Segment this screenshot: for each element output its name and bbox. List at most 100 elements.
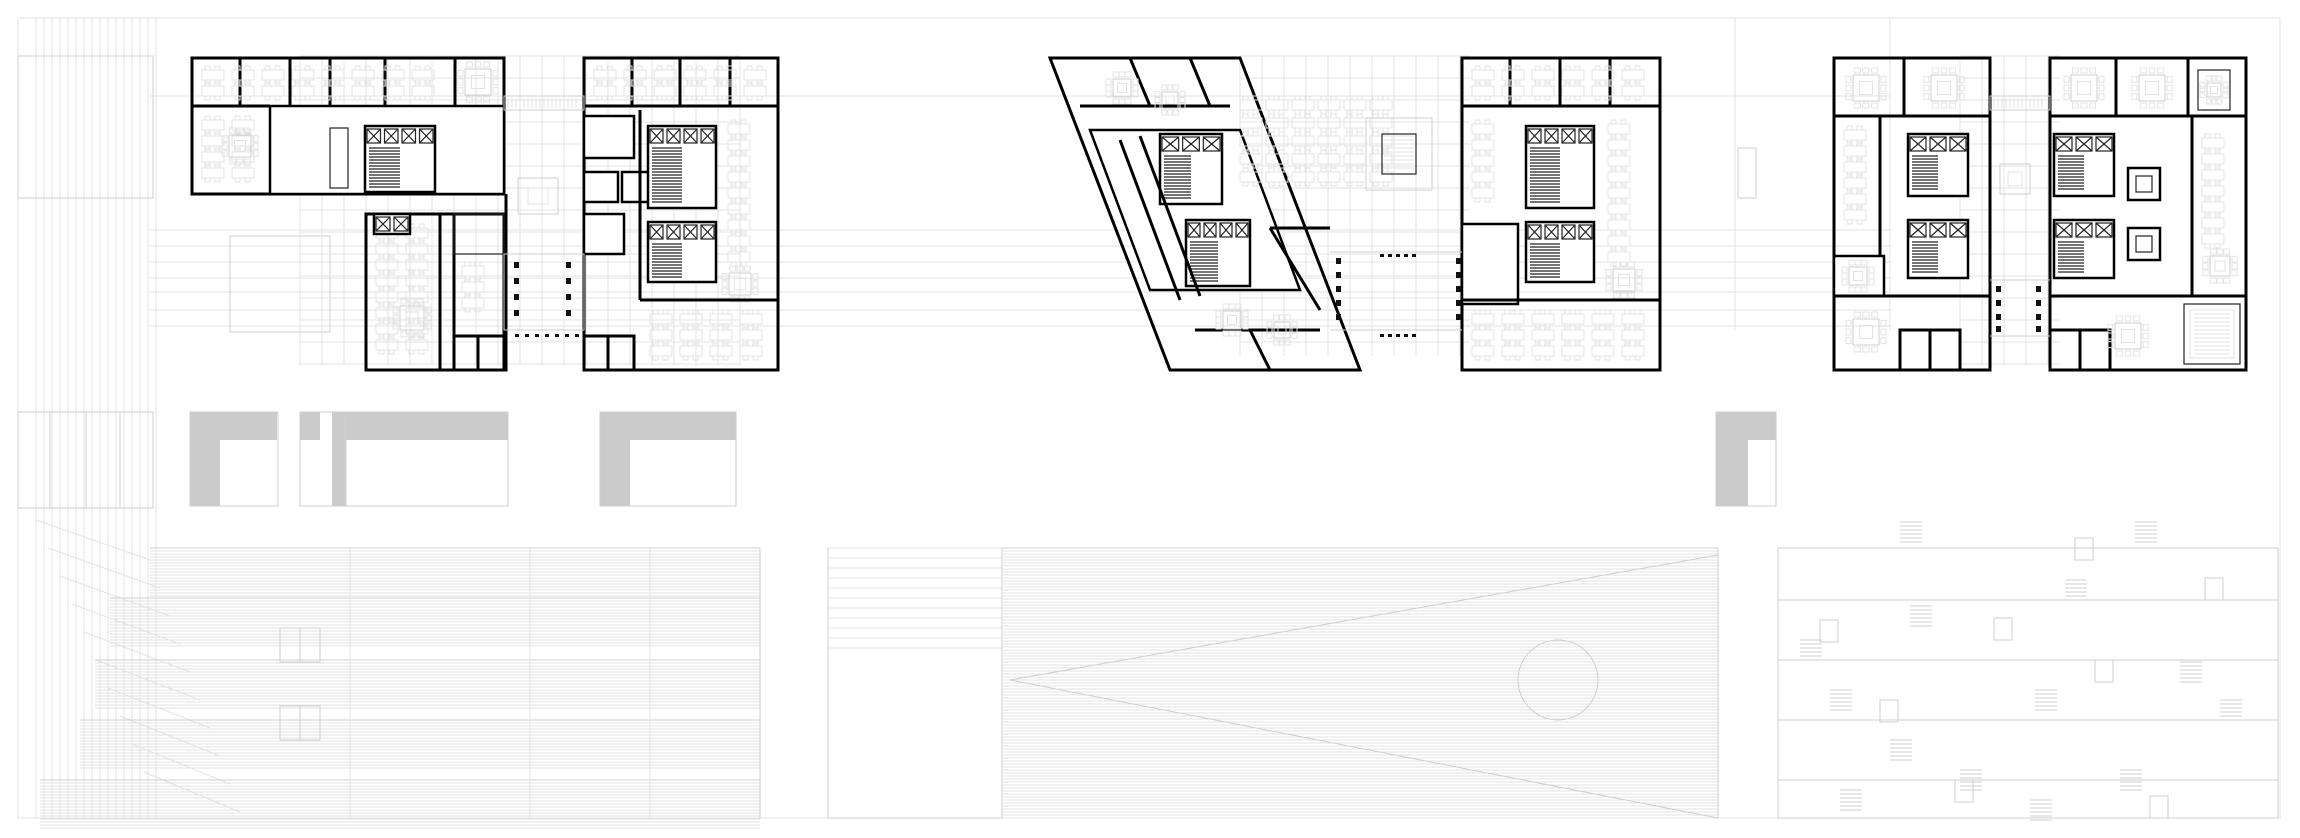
plan-middle-shape: [1382, 167, 1389, 173]
plan-middle-shape: [1474, 135, 1481, 141]
plan-middle-shape: [1320, 109, 1327, 115]
plan-left-shape: [244, 65, 251, 71]
plan-left-shape: [700, 128, 715, 144]
plan-right-shape: [2209, 248, 2217, 255]
plan-middle-shape: [1336, 258, 1341, 264]
plan-left-shape: [408, 271, 415, 277]
plan-middle-shape: [1474, 341, 1481, 347]
plan-right-shape: [2222, 86, 2229, 94]
plan-left-shape: [582, 334, 610, 372]
plan-middle-shape: [1456, 258, 1461, 264]
plan-left-shape: [204, 163, 211, 169]
plan-left-shape: [453, 213, 505, 255]
plan-middle-shape: [1291, 117, 1315, 129]
plan-middle-shape: [1294, 181, 1301, 187]
plan-middle-shape: [1381, 133, 1417, 175]
plan-middle-shape: [1291, 321, 1298, 329]
plan-middle-shape: [1320, 167, 1327, 173]
plan-middle-shape: [1291, 135, 1315, 147]
plan-left-shape: [375, 259, 399, 271]
plan-left-shape: [722, 309, 729, 315]
plan-middle-shape: [1544, 224, 1559, 240]
plan-middle-shape: [1317, 99, 1341, 111]
plan-middle-shape: [1474, 167, 1481, 173]
plan-left-shape: [686, 65, 693, 71]
plan-middle-shape: [1624, 325, 1631, 331]
plan-left-shape: [388, 303, 395, 309]
plan-right-shape: [1860, 259, 1868, 266]
plan-right-shape: [1958, 84, 1965, 92]
plan-left-shape: [596, 81, 603, 87]
plan-middle-shape: [1202, 136, 1221, 152]
plan-middle-shape: [1456, 286, 1461, 292]
plan-left-shape: [214, 115, 221, 121]
plan-left-shape: [746, 65, 753, 71]
plan-left-shape: [464, 277, 471, 283]
plan-middle-shape: [1266, 326, 1273, 334]
plan-middle-shape: [1388, 254, 1392, 257]
plan-left-shape: [418, 349, 425, 355]
plan-middle-shape: [1161, 109, 1169, 116]
plan-right-shape: [2189, 309, 2235, 359]
plan-left-shape: [636, 95, 643, 101]
plan-middle-shape: [1621, 329, 1645, 341]
plan-left-shape: [405, 311, 419, 325]
plan-right-shape: [2201, 153, 2225, 165]
plan-middle-shape: [1380, 334, 1384, 337]
plan-middle-shape: [1607, 155, 1631, 167]
plan-right-shape: [2063, 75, 2070, 83]
plan-middle-shape: [1252, 167, 1259, 173]
plan-right-shape: [2115, 315, 2123, 322]
plan-right-shape: [2055, 136, 2073, 152]
plan-left-shape: [366, 128, 381, 144]
plan-middle-shape: [1624, 95, 1631, 101]
plan-middle-shape: [1171, 84, 1179, 91]
plan-middle-shape: [1607, 251, 1631, 263]
plan-middle-shape: [1182, 136, 1200, 152]
plan-right-shape: [2204, 133, 2211, 139]
plan-middle-shape: [1265, 171, 1289, 183]
plan-middle-shape: [1514, 81, 1521, 87]
plan-middle-shape: [1330, 127, 1337, 133]
plan-middle-shape: [1624, 355, 1631, 361]
plan-left-shape: [372, 212, 412, 236]
plan-middle-shape: [1610, 119, 1617, 125]
plan-middle-shape: [1128, 57, 1152, 107]
plan-right-shape: [2201, 233, 2225, 245]
plan-middle-shape: [1501, 329, 1525, 341]
plan-middle-shape: [1610, 151, 1617, 157]
plan-left-shape: [418, 239, 425, 245]
plan-middle-shape: [1564, 325, 1571, 331]
plan-left-shape: [375, 339, 399, 351]
plan-middle-shape: [1412, 254, 1416, 257]
plan-left-shape: [503, 95, 585, 111]
plan-middle-shape: [1561, 85, 1585, 97]
plan-middle-shape: [1188, 57, 1212, 107]
plan-middle-shape: [1504, 341, 1511, 347]
plan-middle-shape: [1474, 95, 1481, 101]
plan-right-shape: [1843, 209, 1867, 221]
plan-middle-shape: [1372, 131, 1379, 137]
plan-left-shape: [596, 95, 603, 101]
plan-right-shape: [1859, 325, 1873, 339]
plan-middle-shape: [1594, 95, 1601, 101]
plan-left-shape: [606, 95, 613, 101]
plan-right-shape: [2214, 149, 2221, 155]
plan-middle-shape: [1242, 167, 1249, 173]
plan-right-shape: [1853, 67, 1861, 74]
plan-left-shape: [679, 313, 703, 325]
plan-middle-shape: [1132, 84, 1139, 92]
plan-left-shape: [425, 314, 432, 322]
plan-left-shape: [234, 95, 241, 101]
plan-middle-shape: [1594, 81, 1601, 87]
plan-right-shape: [2139, 67, 2147, 74]
plan-right-shape: [2126, 166, 2162, 202]
plan-middle-shape: [1574, 309, 1581, 315]
plan-left-shape: [274, 65, 281, 71]
plan-left-shape: [366, 128, 382, 144]
plan-middle-shape: [1227, 315, 1237, 325]
plan-middle-shape: [1607, 139, 1631, 151]
plan-left-shape: [721, 287, 728, 295]
solid-massing-shape: [344, 411, 509, 507]
plan-middle-shape: [1564, 81, 1571, 87]
